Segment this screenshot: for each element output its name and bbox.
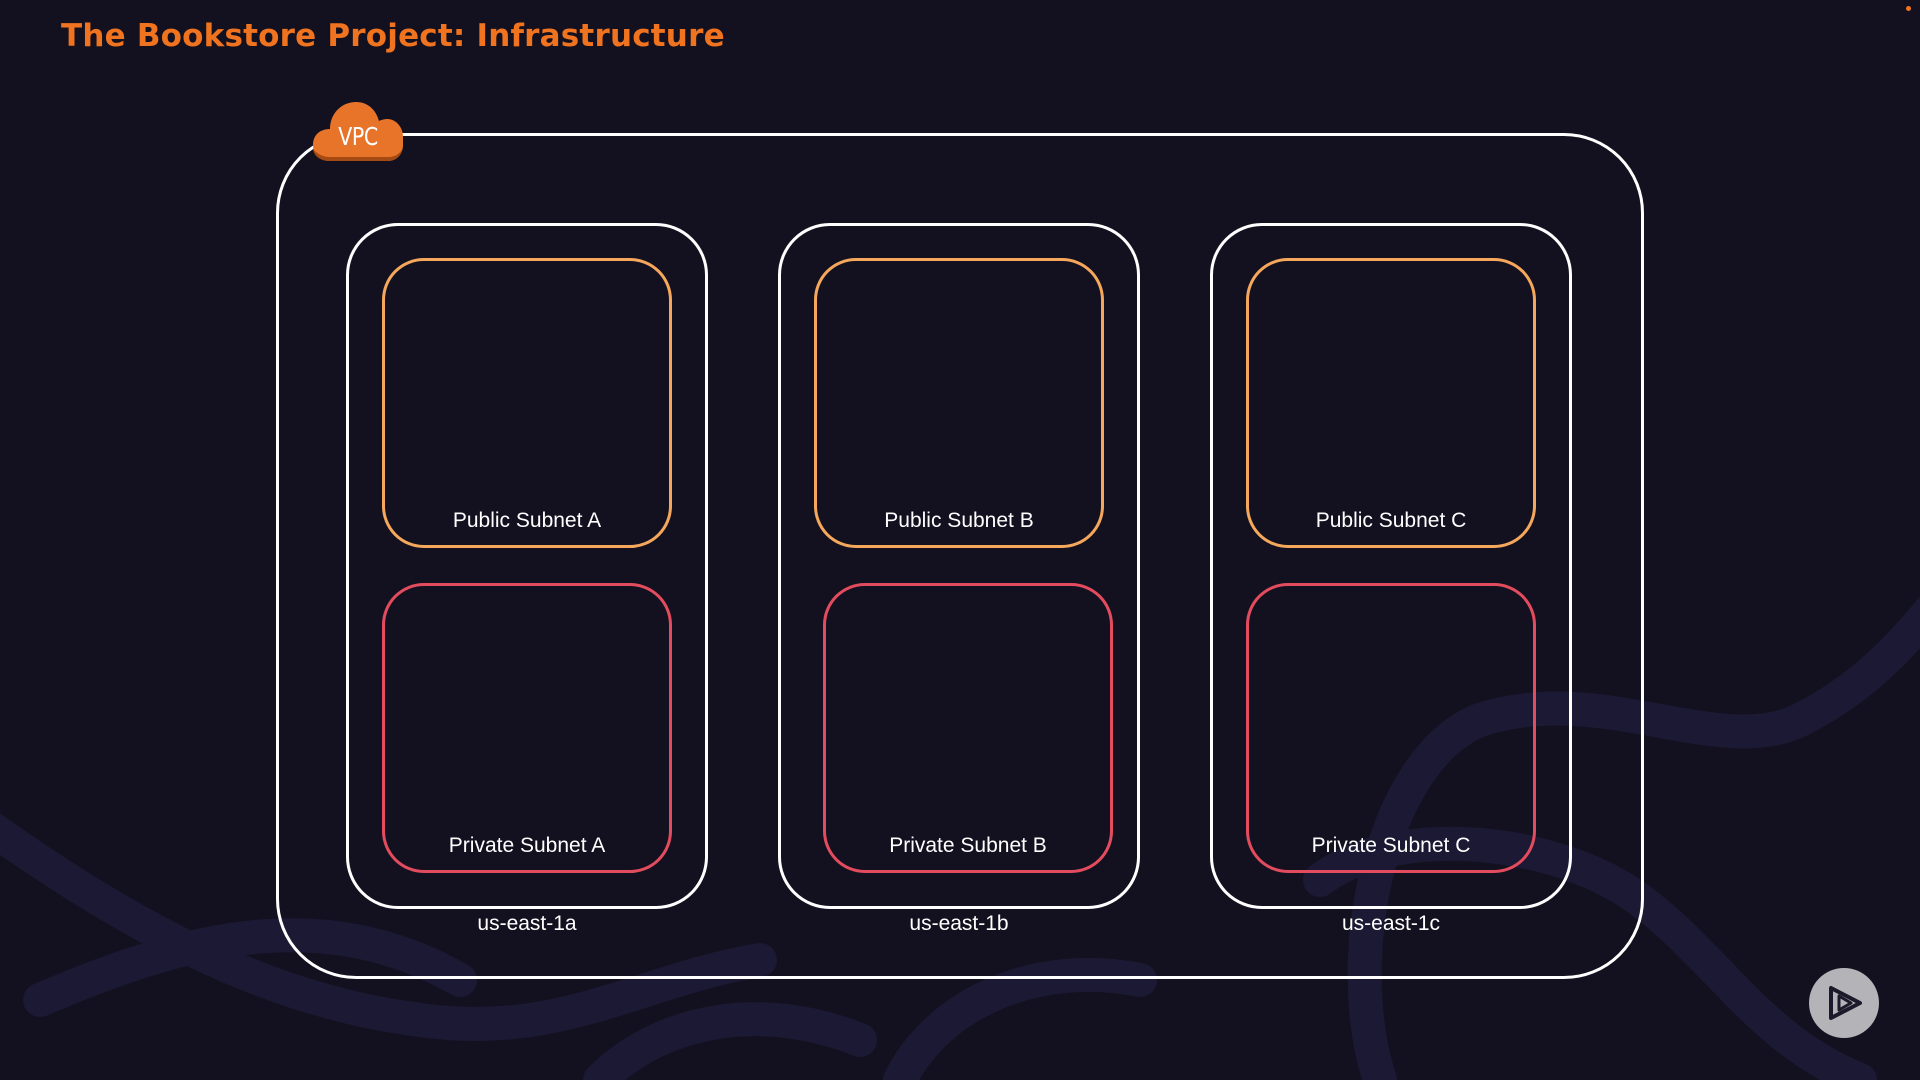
- public-subnet-b-label: Public Subnet B: [884, 509, 1034, 532]
- availability-zone-us-east-1a: [346, 223, 708, 909]
- vpc-container: [276, 133, 1644, 979]
- az-label-us-east-1b: us-east-1b: [909, 912, 1009, 935]
- public-subnet-a: Public Subnet A: [382, 258, 672, 548]
- slide-title: The Bookstore Project: Infrastructure: [61, 18, 725, 54]
- private-subnet-a-label: Private Subnet A: [448, 834, 606, 857]
- private-subnet-b: Private Subnet B: [823, 583, 1113, 873]
- play-icon: [1829, 986, 1862, 1020]
- vpc-badge: VPC: [310, 97, 406, 165]
- private-subnet-c-label: Private Subnet C: [1311, 834, 1471, 857]
- private-subnet-c: Private Subnet C: [1246, 583, 1536, 873]
- public-subnet-b: Public Subnet B: [814, 258, 1104, 548]
- private-subnet-b-label: Private Subnet B: [889, 834, 1047, 857]
- availability-zone-us-east-1c: [1210, 223, 1572, 909]
- az-label-us-east-1a: us-east-1a: [477, 912, 577, 935]
- cloud-icon: [313, 102, 403, 161]
- private-subnet-a: Private Subnet A: [382, 583, 672, 873]
- corner-indicator-dot: [1906, 6, 1911, 11]
- player-play-button[interactable]: [1809, 968, 1879, 1038]
- vpc-label: VPC: [338, 122, 378, 151]
- az-label-us-east-1c: us-east-1c: [1341, 912, 1441, 935]
- public-subnet-c: Public Subnet C: [1246, 258, 1536, 548]
- availability-zone-us-east-1b: [778, 223, 1140, 909]
- public-subnet-a-label: Public Subnet A: [452, 509, 602, 532]
- public-subnet-c-label: Public Subnet C: [1315, 509, 1467, 532]
